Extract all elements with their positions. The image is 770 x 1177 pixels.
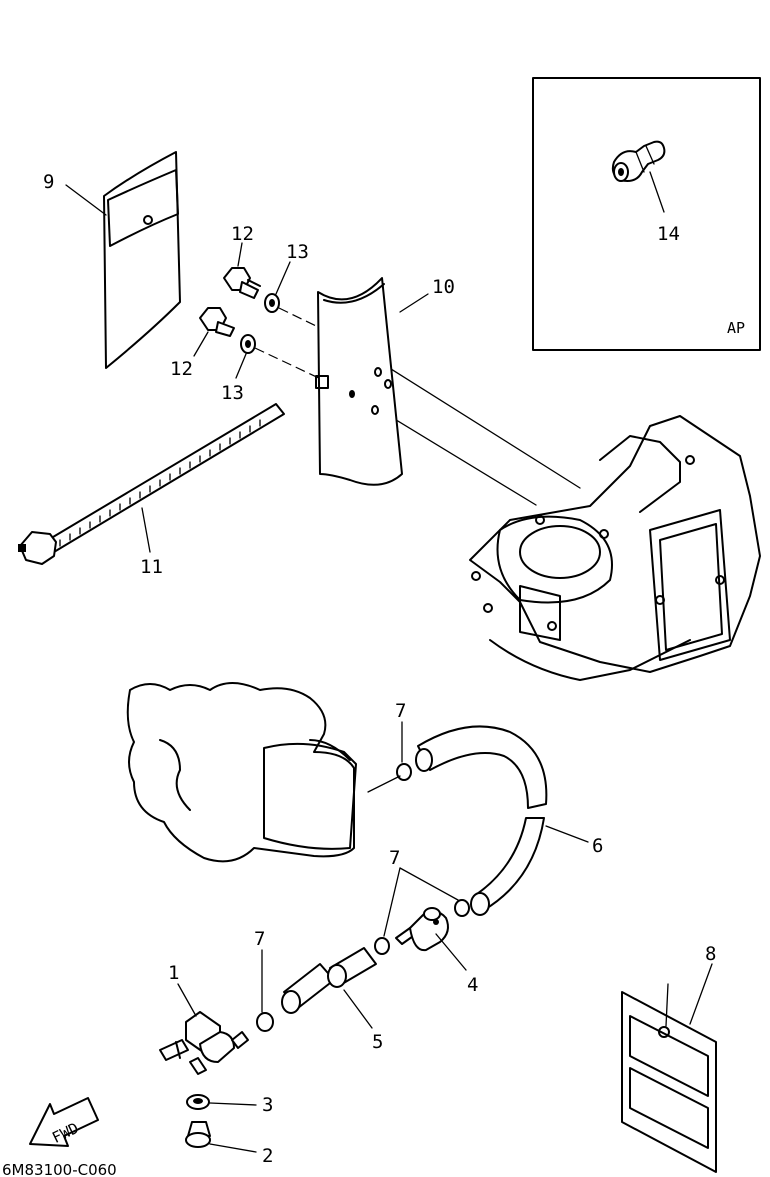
part-12-bolt-lower — [199, 307, 235, 337]
part-9-label-sheet — [103, 151, 181, 369]
inset-panel-ap: 14 AP — [532, 77, 761, 351]
part-14-fitting — [611, 140, 666, 182]
inset-label: AP — [727, 319, 745, 337]
callout-2: 2 — [262, 1145, 273, 1167]
callout-7-middle: 7 — [389, 847, 400, 869]
part-5-hose-segment — [281, 947, 377, 1014]
callout-6: 6 — [592, 835, 603, 857]
callout-10: 10 — [432, 276, 455, 298]
callout-8: 8 — [705, 943, 716, 965]
callout-7-lower: 7 — [254, 928, 265, 950]
part-7-clip-middle-a — [454, 899, 470, 917]
callout-14: 14 — [657, 223, 680, 245]
part-13-washer-upper — [264, 293, 280, 313]
part-12-bolt-upper — [223, 267, 261, 299]
callout-13-upper: 13 — [286, 241, 309, 263]
callout-4: 4 — [467, 974, 478, 996]
part-1-fuel-joint — [159, 1011, 249, 1075]
part-8-label-sticker — [621, 983, 717, 1173]
carburetor-reference — [126, 682, 357, 863]
part-10-cover — [315, 277, 403, 486]
part-4-fuel-filter — [395, 907, 449, 952]
callout-5: 5 — [372, 1031, 383, 1053]
part-3-washer — [186, 1094, 210, 1110]
part-7-clip-middle-b — [374, 937, 390, 955]
callout-12-upper: 12 — [231, 223, 254, 245]
part-13-washer-lower — [240, 334, 256, 354]
diagram-code: 6M83100-C060 — [2, 1161, 117, 1177]
callout-13-lower: 13 — [221, 382, 244, 404]
callout-7-upper: 7 — [395, 700, 406, 722]
part-2-bolt — [185, 1121, 211, 1148]
callout-11: 11 — [140, 556, 163, 578]
callout-12-lower: 12 — [170, 358, 193, 380]
callout-1: 1 — [168, 962, 179, 984]
callout-9: 9 — [43, 171, 54, 193]
callout-3: 3 — [262, 1094, 273, 1116]
part-6-hose — [415, 725, 548, 916]
engine-block — [469, 415, 761, 681]
part-11-cable-tie — [18, 403, 285, 565]
fwd-arrow-icon: FWD — [29, 1097, 99, 1147]
part-7-clip-upper — [396, 763, 412, 781]
part-7-clip-lower — [256, 1012, 274, 1032]
